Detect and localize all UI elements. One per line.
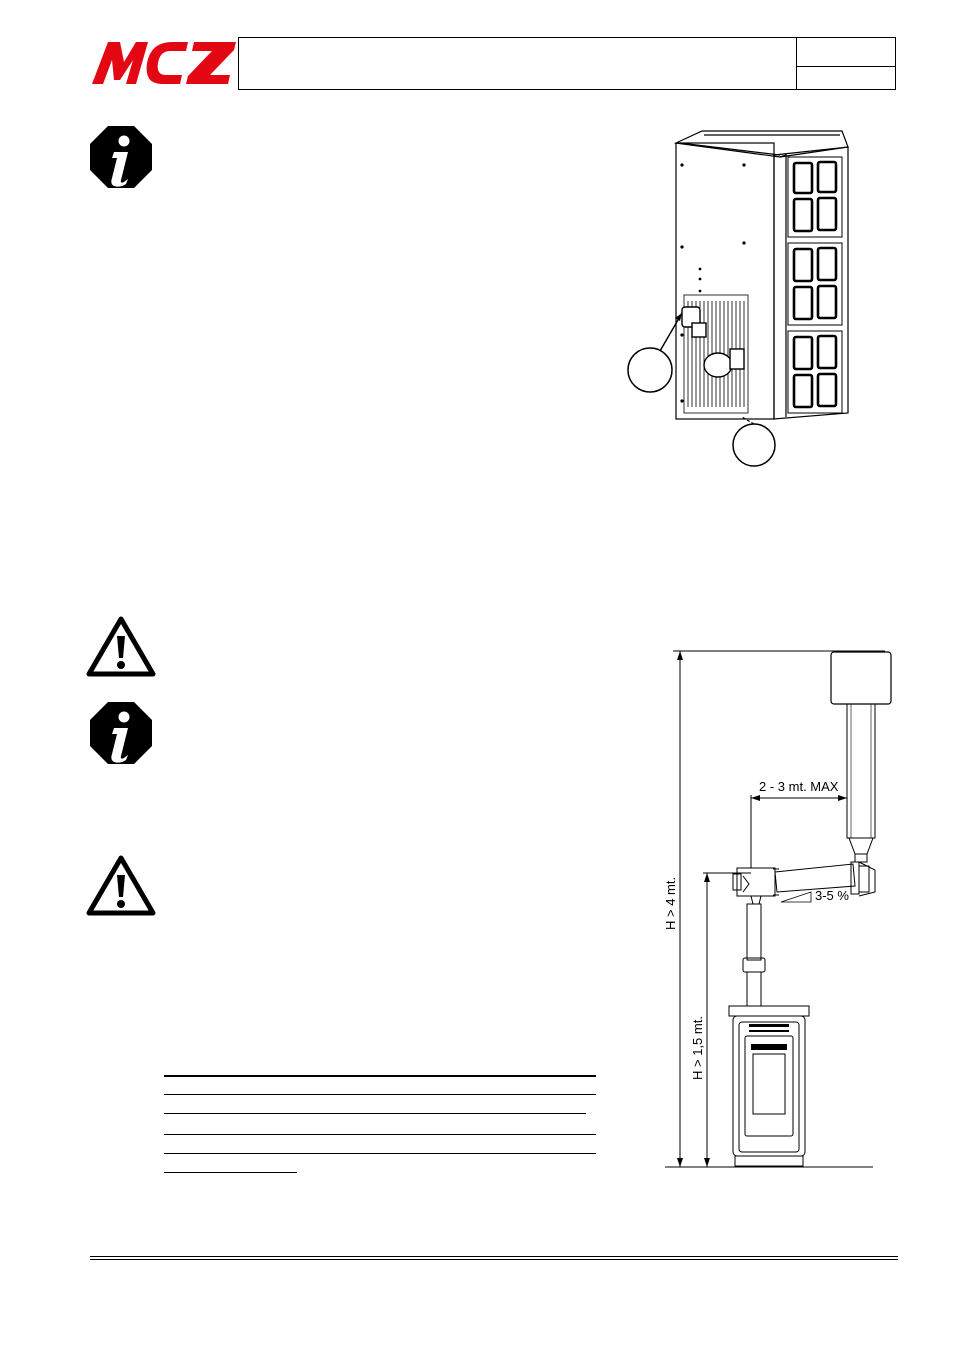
warning-icon	[86, 855, 156, 916]
table-rule	[164, 1134, 596, 1135]
header-page-cell	[796, 38, 896, 67]
table-rule	[164, 1153, 596, 1154]
dimension-horizontal-label: 2 - 3 mt. MAX	[759, 779, 839, 794]
flue-installation-diagram: 2 - 3 mt. MAX 3-5 % H > 4 mt. H > 1,5 mt…	[663, 650, 892, 1168]
footer-rule	[90, 1256, 898, 1260]
height-total-label: H > 4 mt.	[663, 877, 678, 930]
info-icon	[90, 126, 152, 188]
mcz-logo	[92, 42, 236, 84]
table-rule	[164, 1113, 586, 1114]
info-icon	[90, 702, 152, 764]
height-vertical-label: H > 1,5 mt.	[690, 1016, 705, 1080]
warning-icon	[86, 616, 156, 677]
table-rule	[164, 1172, 297, 1173]
header-revision-cell	[796, 67, 896, 89]
table-rule	[164, 1094, 596, 1095]
header-title-box	[238, 37, 896, 90]
stove-rear-illustration	[627, 130, 849, 467]
table-rule	[164, 1075, 596, 1077]
slope-label: 3-5 %	[815, 888, 849, 903]
